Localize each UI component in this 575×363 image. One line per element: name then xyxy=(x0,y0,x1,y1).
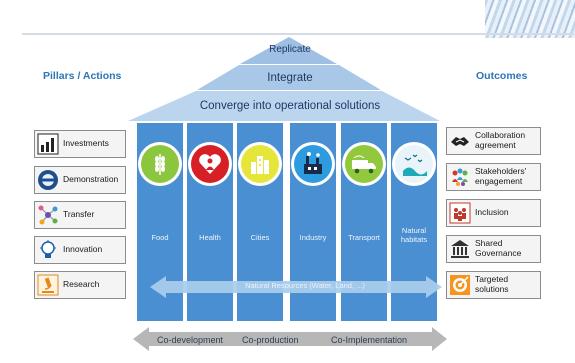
action-research: Research xyxy=(34,271,126,299)
network-nodes-icon xyxy=(37,204,59,226)
action-label: Demonstration xyxy=(63,174,119,185)
demo-badge-icon xyxy=(37,169,59,191)
outcome-label: Inclusion xyxy=(475,207,509,218)
outcome-label: Targeted solutions xyxy=(475,274,509,294)
handshake-icon xyxy=(449,130,471,152)
outcome-governance: Shared Governance xyxy=(446,235,541,263)
action-innovation: Innovation xyxy=(34,236,126,264)
coimplementation-label: Co-Implementation xyxy=(331,335,408,345)
pillars-actions-title: Pillars / Actions xyxy=(43,70,122,82)
pillar-label: Industry xyxy=(299,233,327,242)
outcomes-title: Outcomes xyxy=(476,70,528,82)
codevelopment-label: Co-development xyxy=(157,335,224,345)
heart-person-icon xyxy=(191,145,229,183)
truck-icon xyxy=(345,145,383,183)
outcome-label: Collaboration agreement xyxy=(475,130,526,150)
converge-label: Converge into operational solutions xyxy=(199,100,381,112)
replicate-label: Replicate xyxy=(269,44,311,55)
top-divider xyxy=(22,33,574,35)
action-label: Investments xyxy=(63,138,109,149)
bar-chart-icon xyxy=(37,133,59,155)
people-group-icon xyxy=(449,166,471,188)
pillar-label: Natural habitats xyxy=(400,226,428,244)
outcome-stakeholders: Stakeholders' engagement xyxy=(446,163,541,191)
birds-wave-icon xyxy=(395,145,433,183)
microscope-icon xyxy=(37,274,59,296)
converge-tier xyxy=(128,91,440,121)
action-investments: Investments xyxy=(34,130,126,158)
action-label: Transfer xyxy=(63,209,95,220)
governance-building-icon xyxy=(449,238,471,260)
replicate-tier xyxy=(240,37,337,64)
outcome-inclusion: Inclusion xyxy=(446,199,541,227)
outcome-collaboration: Collaboration agreement xyxy=(446,127,541,155)
integrate-label: Integrate xyxy=(267,72,313,84)
lightbulb-icon xyxy=(37,239,59,261)
wheat-icon xyxy=(141,145,179,183)
outcome-label: Shared Governance xyxy=(475,238,522,258)
inclusion-people-icon xyxy=(449,202,471,224)
pillar-label: Food xyxy=(151,233,169,242)
corner-decoration xyxy=(485,0,575,38)
pillar-label: Cities xyxy=(250,233,270,242)
action-demonstration: Demonstration xyxy=(34,166,126,194)
action-transfer: Transfer xyxy=(34,201,126,229)
target-icon xyxy=(449,274,471,296)
natural-resources-label: Natural Resources (Water, Land, ...) xyxy=(245,281,365,290)
pillar-label: Transport xyxy=(348,233,380,242)
outcome-targeted: Targeted solutions xyxy=(446,271,541,299)
action-label: Research xyxy=(63,279,100,290)
coproduction-label: Co-production xyxy=(242,335,299,345)
integrate-tier xyxy=(197,65,381,90)
factory-icon xyxy=(294,145,332,183)
pillar-label: Health xyxy=(199,233,221,242)
city-buildings-icon xyxy=(241,145,279,183)
outcome-label: Stakeholders' engagement xyxy=(475,166,527,186)
action-label: Innovation xyxy=(63,244,103,255)
